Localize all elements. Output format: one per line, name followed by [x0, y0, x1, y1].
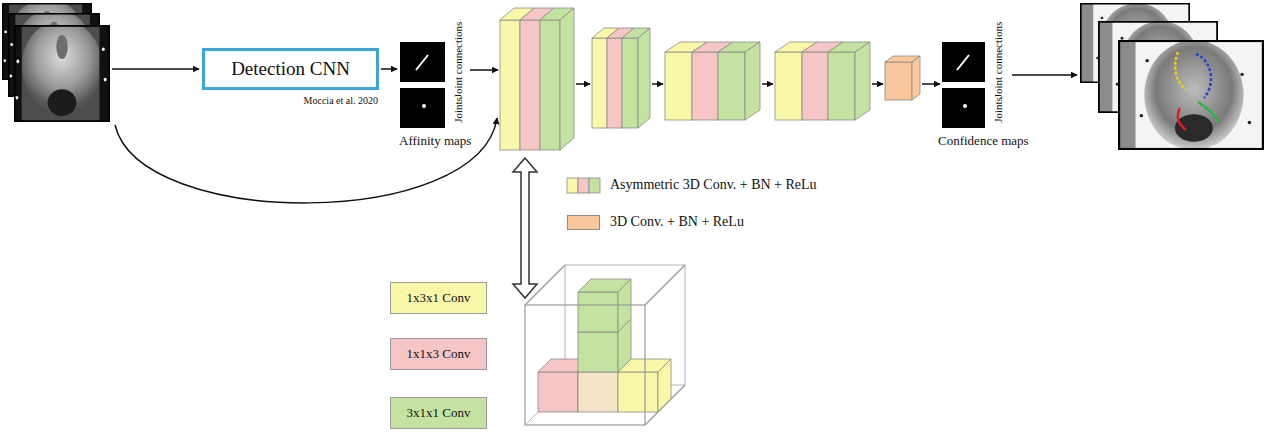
double-arrow: [513, 158, 537, 298]
detection-box: Detection CNN: [202, 48, 379, 90]
legend-text: Asymmetric 3D Conv. + BN + ReLu: [610, 177, 817, 193]
skip-arrow: [115, 118, 497, 203]
result-frame: [1118, 40, 1264, 150]
map-mark: [422, 104, 426, 108]
map-square: [400, 42, 445, 82]
map-caption: Confidence maps: [938, 134, 1029, 149]
citation: Moccia et al. 2020: [304, 95, 378, 107]
cube-front-edges: [525, 265, 685, 425]
map-square: [400, 88, 445, 128]
map-square: [942, 88, 985, 128]
kernel-box: 1x1x3 Conv: [390, 338, 487, 370]
legend-text: 3D Conv. + BN + ReLu: [610, 214, 744, 230]
flow-arrow: [762, 83, 773, 85]
flow-arrow: [470, 69, 498, 71]
map-label: Joint connections: [452, 22, 465, 99]
kernel-box: 1x3x1 Conv: [390, 282, 487, 314]
conv-block: [885, 56, 920, 100]
legend-swatch: [567, 215, 600, 230]
node-text: 1x3x1 Conv: [407, 291, 471, 306]
flow-arrow: [576, 83, 590, 85]
pose-skeleton: [1175, 52, 1218, 130]
asym-conv-block: [775, 42, 870, 120]
flow-arrow: [872, 83, 883, 85]
asym-conv-block: [592, 28, 650, 128]
map-mark: [957, 55, 969, 70]
map-mark: [963, 104, 967, 108]
flow-arrow: [922, 83, 940, 85]
node-text: 1x1x3 Conv: [407, 347, 471, 362]
asym-conv-block: [665, 42, 760, 120]
cube-back-edges: [525, 265, 685, 425]
kernel-cube: [525, 265, 685, 425]
flow-arrow: [381, 68, 397, 70]
output-frames: [1080, 3, 1264, 150]
input-frames: [2, 0, 110, 122]
map-label: Joints: [452, 97, 465, 123]
asym-conv-block: [500, 8, 574, 150]
legend-sample: [567, 178, 600, 193]
flow-arrow: [112, 68, 199, 70]
node-text: Detection CNN: [231, 58, 350, 80]
flow-arrow: [1012, 74, 1077, 76]
map-label: Joints: [992, 97, 1005, 123]
node-text: 3x1x1 Conv: [407, 406, 471, 421]
affinity-maps: [400, 42, 445, 128]
map-caption: Affinity maps: [399, 134, 471, 149]
depth-frame: [14, 20, 110, 122]
map-mark: [416, 55, 428, 70]
map-square: [942, 42, 985, 82]
map-label: Joint connections: [992, 22, 1005, 99]
flow-arrow: [652, 83, 663, 85]
confidence-maps: [942, 42, 985, 128]
kernel-box: 3x1x1 Conv: [390, 397, 487, 429]
